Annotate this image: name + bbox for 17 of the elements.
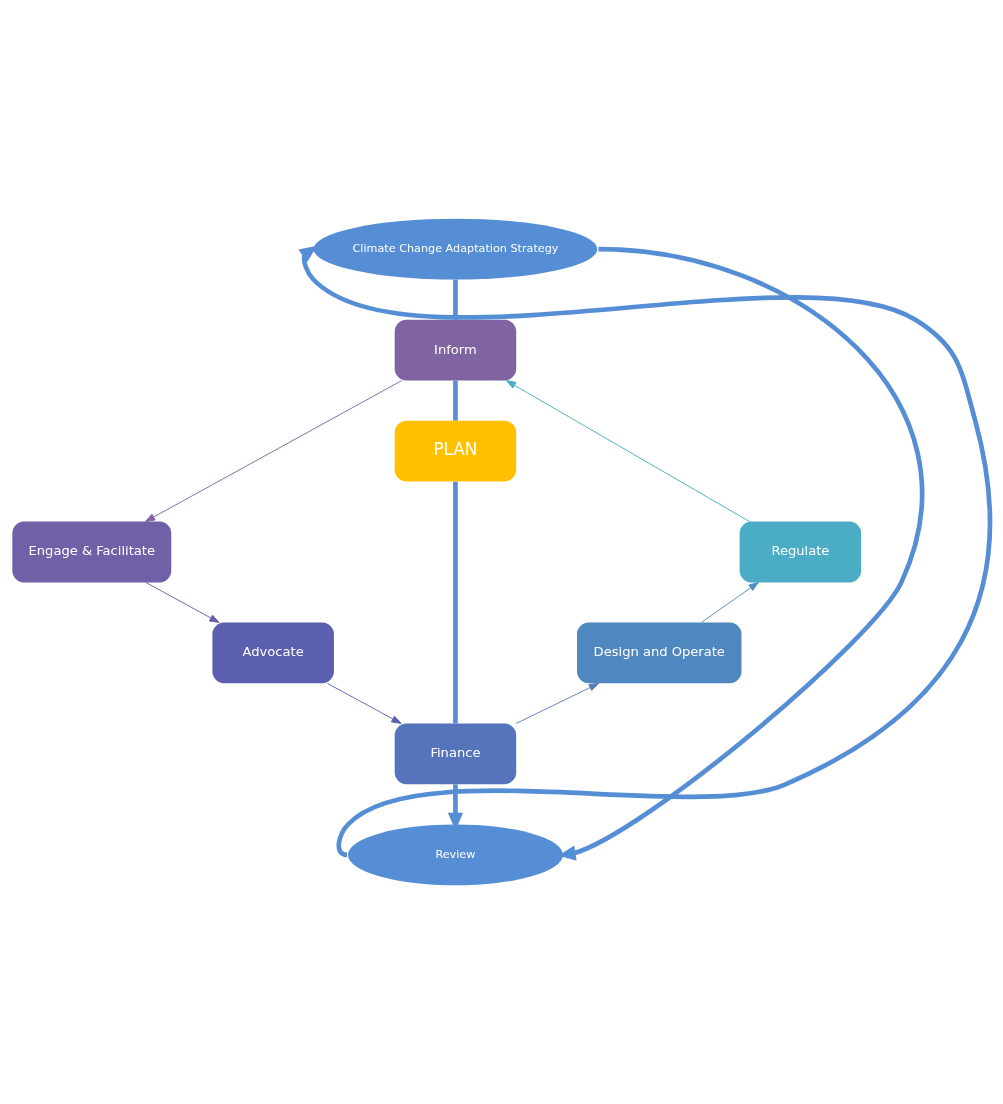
- arrow: [505, 380, 751, 523]
- connector: [453, 481, 458, 724]
- node-box: PLAN: [394, 420, 517, 482]
- node-box: Advocate: [212, 622, 334, 684]
- connector: [453, 380, 458, 421]
- node-ellipse: Climate Change Adaptation Strategy: [313, 218, 598, 280]
- node-box: Regulate: [739, 521, 862, 583]
- node-box: Engage & Facilitate: [12, 521, 172, 583]
- node-box: Inform: [394, 319, 517, 381]
- node-ellipse: Review: [347, 824, 563, 886]
- arrow: [144, 380, 403, 523]
- node-box: Finance: [394, 723, 517, 785]
- node-box: Design and Operate: [576, 622, 742, 684]
- arrow: [326, 682, 402, 724]
- arrow: [700, 581, 759, 623]
- arrow: [145, 581, 220, 623]
- arrow: [515, 682, 600, 724]
